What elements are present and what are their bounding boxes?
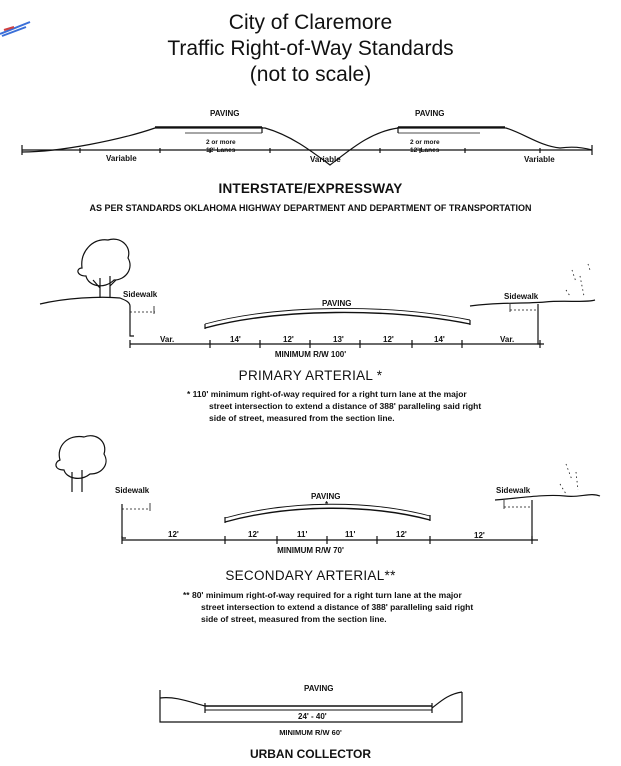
lanes-right-line-2: 12' Lanes bbox=[410, 147, 440, 154]
interstate-paving-right: PAVING bbox=[415, 109, 445, 118]
primary-tree-trunk bbox=[93, 276, 116, 298]
primary-seg-12-left: 12' bbox=[283, 335, 294, 344]
interstate-subheading: AS PER STANDARDS OKLAHOMA HIGHWAY DEPART… bbox=[89, 203, 532, 213]
secondary-sidewalk-right: Sidewalk bbox=[496, 486, 531, 495]
secondary-seg-3: 11' bbox=[297, 530, 308, 539]
secondary-seg-2: 12' bbox=[248, 530, 259, 539]
primary-left-ground bbox=[40, 297, 130, 306]
secondary-note-line-3: side of street, measured from the sectio… bbox=[201, 614, 387, 624]
secondary-right-ground bbox=[495, 495, 600, 500]
lanes-left-line-2: 12' Lanes bbox=[206, 147, 236, 154]
primary-seg-14-right: 14' bbox=[434, 335, 445, 344]
secondary-note-line-2: street intersection to extend a distance… bbox=[201, 602, 474, 612]
secondary-seg-4: 11' bbox=[345, 530, 356, 539]
title-line-1: City of Claremore bbox=[228, 11, 393, 34]
lanes-left-line-1: 2 or more bbox=[206, 139, 236, 146]
secondary-seg-1: 12' bbox=[168, 530, 179, 539]
primary-seg-var-left: Var. bbox=[160, 335, 175, 344]
lanes-right-line-1: 2 or more bbox=[410, 139, 440, 146]
interstate-profile bbox=[22, 128, 592, 165]
interstate-section bbox=[22, 127, 592, 165]
primary-paving: PAVING bbox=[322, 299, 352, 308]
secondary-note: ** 80' minimum right-of-way required for… bbox=[183, 589, 473, 625]
primary-right-ground bbox=[470, 300, 595, 306]
secondary-tree-canopy bbox=[56, 436, 106, 479]
primary-note: * 110' minimum right-of-way required for… bbox=[187, 388, 481, 424]
secondary-min-rw: MINIMUM R/W 70' bbox=[277, 546, 344, 555]
urban-width: 24' - 40' bbox=[298, 712, 327, 721]
secondary-note-line-1: ** 80' minimum right-of-way required for… bbox=[183, 590, 462, 600]
primary-note-line-2: street intersection to extend a distance… bbox=[209, 401, 482, 411]
primary-seg-14-left: 14' bbox=[230, 335, 241, 344]
urban-min-rw: MINIMUM R/W 60' bbox=[279, 728, 342, 737]
title-line-2: Traffic Right-of-Way Standards bbox=[167, 37, 454, 60]
secondary-seg-5: 12' bbox=[396, 530, 407, 539]
interstate-lanes-left: 2 or more 12' Lanes bbox=[206, 139, 236, 155]
corner-blue-mark bbox=[0, 22, 30, 36]
primary-note-line-1: * 110' minimum right-of-way required for… bbox=[187, 389, 467, 399]
primary-pavement-top bbox=[205, 312, 470, 328]
primary-heading: PRIMARY ARTERIAL * bbox=[238, 368, 383, 383]
interstate-heading: INTERSTATE/EXPRESSWAY bbox=[218, 181, 403, 196]
primary-section bbox=[40, 239, 595, 348]
primary-tree-canopy bbox=[78, 239, 130, 286]
secondary-pavement-top bbox=[225, 508, 430, 522]
primary-seg-var-right: Var. bbox=[500, 335, 515, 344]
primary-seg-12-right: 12' bbox=[383, 335, 394, 344]
secondary-tree-trunk bbox=[72, 470, 82, 492]
interstate-variable-3: Variable bbox=[524, 155, 555, 164]
primary-sidewalk-right: Sidewalk bbox=[504, 292, 539, 301]
interstate-variable-1: Variable bbox=[106, 154, 137, 163]
secondary-heading: SECONDARY ARTERIAL** bbox=[225, 568, 396, 583]
interstate-variable-2: Variable bbox=[310, 155, 341, 164]
corner-red-mark bbox=[4, 27, 14, 30]
secondary-section bbox=[56, 436, 600, 544]
interstate-lanes-right: 2 or more 12' Lanes bbox=[410, 139, 440, 155]
interstate-paving-left: PAVING bbox=[210, 109, 240, 118]
primary-sidewalk-left: Sidewalk bbox=[123, 290, 158, 299]
urban-heading: URBAN COLLECTOR bbox=[249, 747, 372, 761]
secondary-seg-6: 12' bbox=[474, 531, 485, 540]
secondary-sidewalk-left: Sidewalk bbox=[115, 486, 150, 495]
title-line-3: (not to scale) bbox=[249, 63, 372, 86]
urban-paving: PAVING bbox=[304, 684, 334, 693]
primary-note-line-3: side of street, measured from the sectio… bbox=[209, 413, 395, 423]
primary-seg-13: 13' bbox=[333, 335, 344, 344]
secondary-star: * bbox=[325, 500, 329, 509]
secondary-paving: PAVING bbox=[311, 492, 341, 501]
urban-section bbox=[160, 690, 462, 722]
primary-min-rw: MINIMUM R/W 100' bbox=[274, 350, 347, 359]
